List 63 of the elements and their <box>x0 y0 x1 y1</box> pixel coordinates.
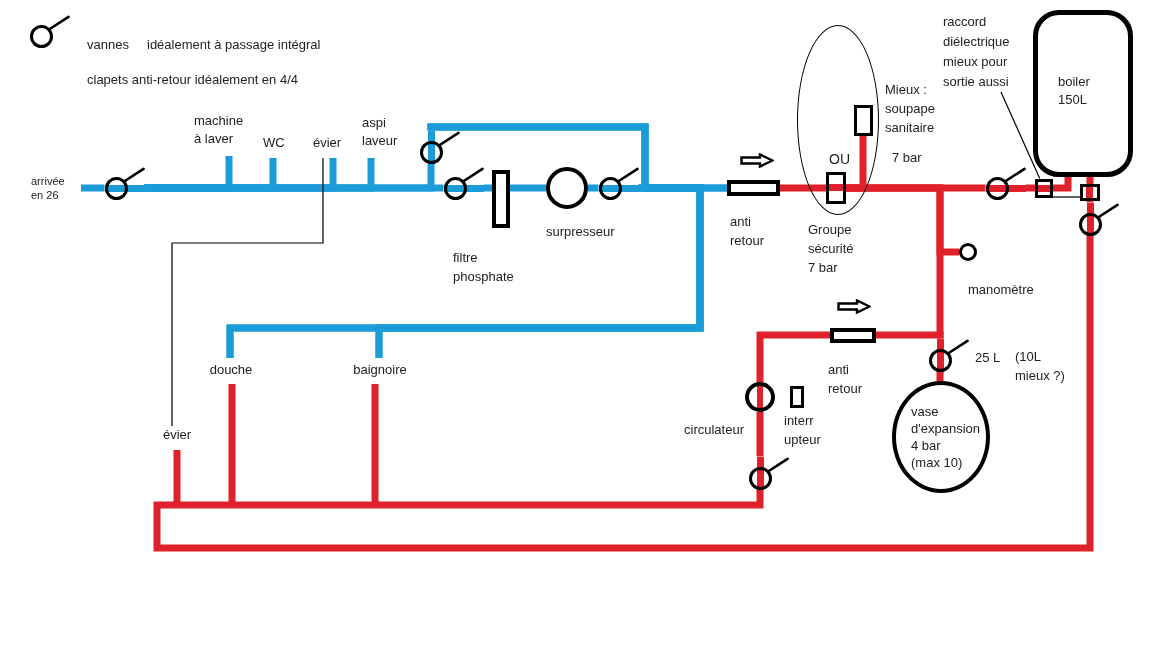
pipe <box>756 331 830 382</box>
component-label: anti retour <box>828 361 863 398</box>
note-text: clapets anti-retour idéalement en 4/4 <box>87 72 298 88</box>
pipe <box>144 184 444 192</box>
check-valve-symbol <box>830 328 876 343</box>
inlet-label: arrivée en 26 <box>31 174 81 204</box>
component-label: manomètre <box>968 281 1035 299</box>
relief-valve-symbol <box>854 105 873 136</box>
fixture-label: évier <box>159 426 195 450</box>
pipe <box>936 371 944 381</box>
note-text: 25 L <box>975 350 1001 366</box>
dielectric-fitting-symbol <box>1080 184 1100 201</box>
valve-symbol <box>748 456 789 490</box>
switch-symbol <box>790 386 804 408</box>
component-label: 7 bar <box>892 149 923 167</box>
fixture-label: WC <box>263 134 287 158</box>
pipe <box>153 235 1094 552</box>
pipe <box>483 184 492 192</box>
leader-line <box>1052 196 1081 198</box>
valve-symbol <box>1078 202 1119 236</box>
fixture-label: machine à laver <box>194 112 248 156</box>
pipe <box>1025 184 1035 192</box>
pipe <box>876 331 944 339</box>
fixture-label: baignoire <box>348 358 412 384</box>
fixture-label: aspi laveur <box>362 114 410 158</box>
component-label: circulateur <box>684 421 745 439</box>
pipe <box>756 412 764 457</box>
pipe <box>1053 177 1072 192</box>
callout-text: raccord diélectrique mieux pour sortie aussi <box>943 12 1023 92</box>
circulator-pump-symbol <box>745 382 775 412</box>
valve-symbol <box>443 166 484 200</box>
pipe <box>780 184 826 192</box>
fixture-label: douche <box>206 358 256 384</box>
valve-symbol <box>598 166 639 200</box>
pressure-gauge-symbol <box>959 243 977 261</box>
pipe <box>588 184 599 192</box>
valve-symbol <box>985 166 1026 200</box>
pipe <box>1086 176 1094 184</box>
valve-symbol <box>928 338 969 372</box>
pipe <box>510 184 546 192</box>
expansion-vessel: vase d'expansion 4 bar (max 10) <box>892 381 990 493</box>
component-label: interr upteur <box>784 412 822 449</box>
component-label: (10L mieux ?) <box>1015 348 1066 385</box>
component-label: anti retour <box>730 213 765 250</box>
component-label: surpresseur <box>546 223 616 241</box>
check-valve-symbol <box>727 180 780 196</box>
pipe <box>846 184 986 192</box>
safety-group-symbol <box>826 172 846 204</box>
legend-label: vannes <box>87 37 129 53</box>
option-label: OU <box>829 150 850 168</box>
leader-line <box>171 157 324 427</box>
component-label: Groupe sécurité 7 bar <box>808 221 855 277</box>
pump-symbol <box>546 167 588 209</box>
note-text: idéalement à passage intégral <box>147 37 321 53</box>
dielectric-fitting-symbol <box>1035 178 1053 198</box>
valve-symbol <box>419 130 460 164</box>
component-label: Mieux : soupape sanitaire <box>885 81 936 137</box>
valve-symbol <box>104 166 145 200</box>
filter-symbol <box>492 170 510 228</box>
component-label: filtre phosphate <box>453 249 515 286</box>
fixture-label: évier <box>313 134 347 158</box>
leader-line <box>1000 91 1041 180</box>
boiler-tank: boiler 150L <box>1033 10 1133 177</box>
